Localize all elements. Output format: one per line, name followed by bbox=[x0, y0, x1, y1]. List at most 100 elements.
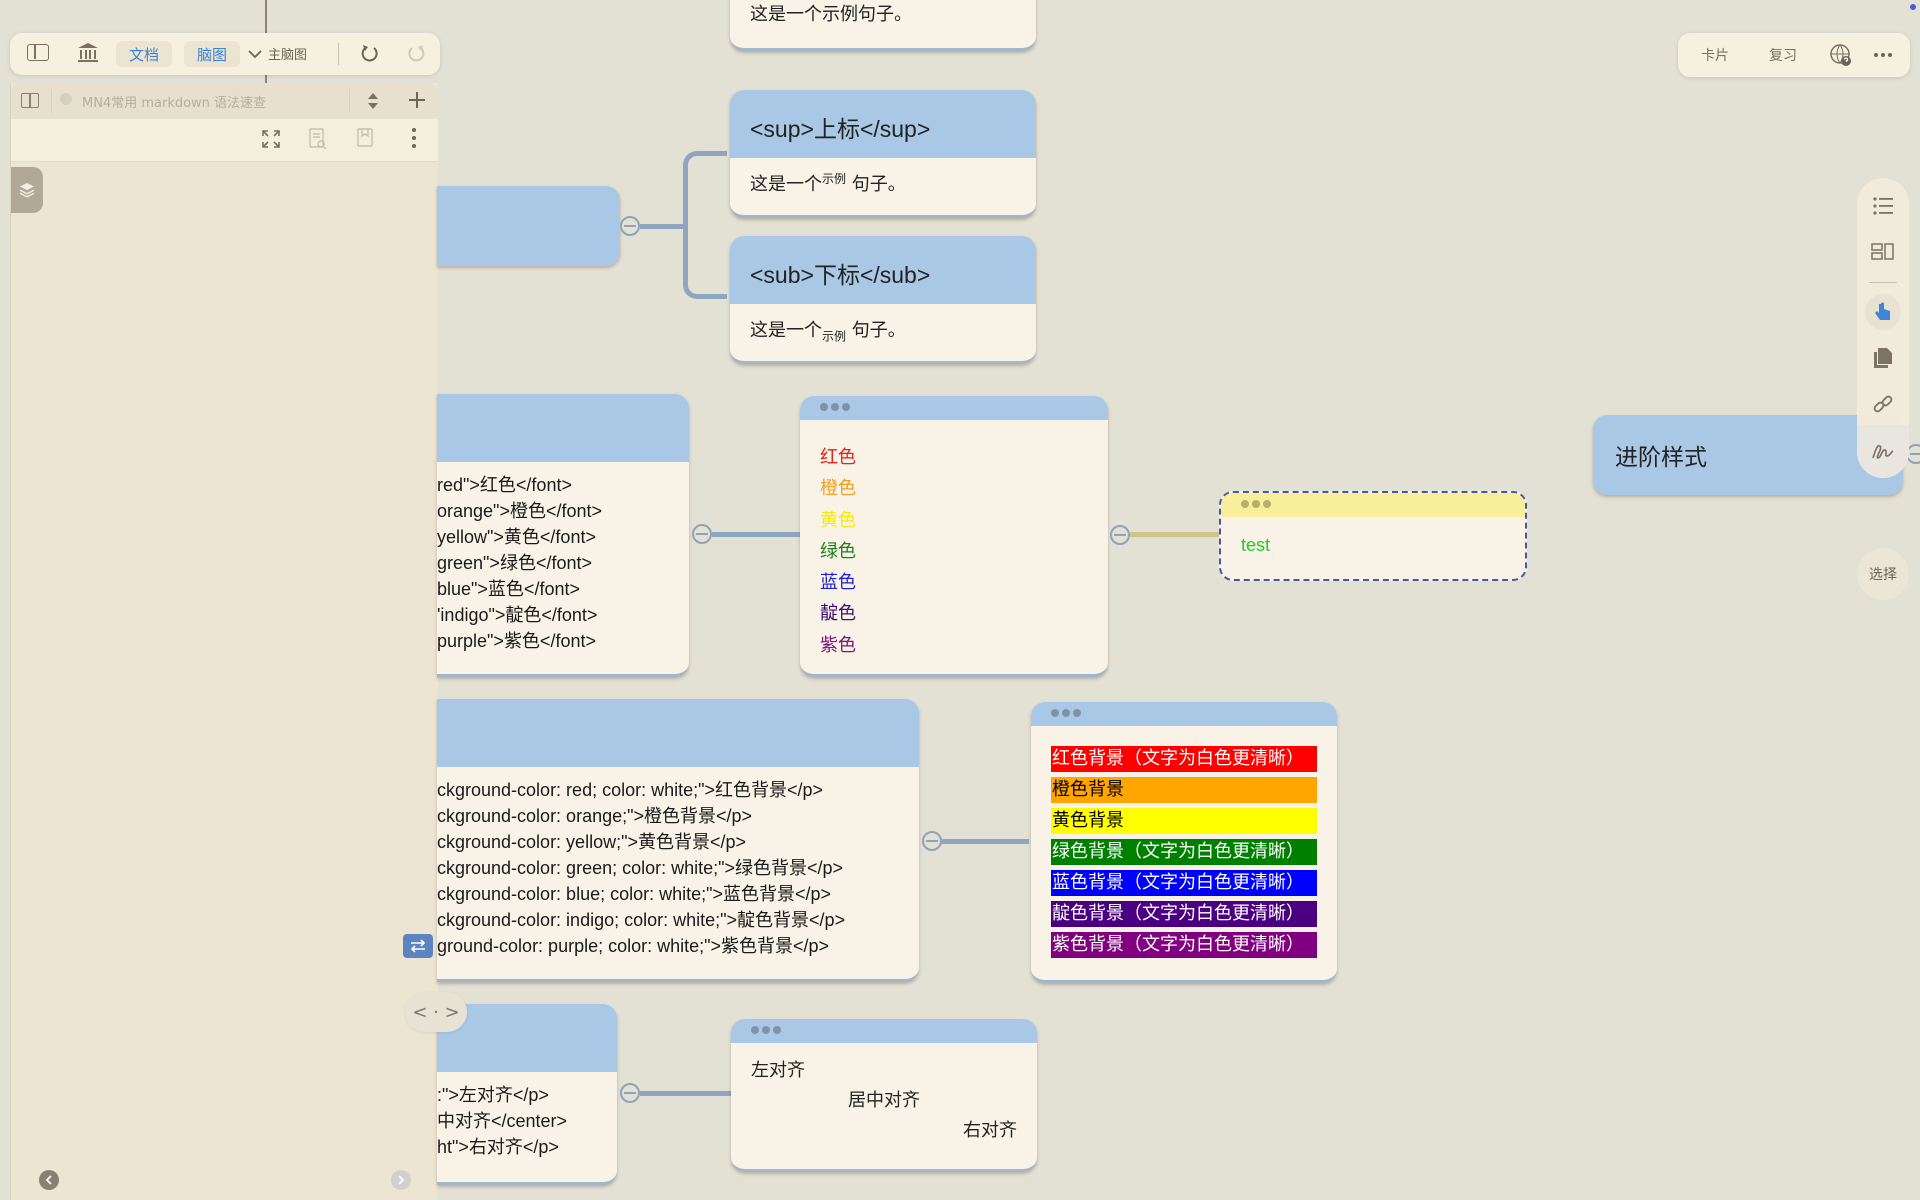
code-line: :">左对齐</p> bbox=[437, 1085, 549, 1105]
mindmap-selector-label: 主脑图 bbox=[268, 48, 308, 63]
code-line: purple">紫色</font> bbox=[437, 631, 596, 651]
copy-doc-icon[interactable] bbox=[1857, 336, 1909, 380]
code-line: ht">右对齐</p> bbox=[437, 1137, 559, 1157]
collapse-toggle[interactable] bbox=[620, 216, 640, 236]
code-line: ckground-color: indigo; color: white;">靛… bbox=[437, 910, 846, 930]
card-menu-dots[interactable] bbox=[1241, 500, 1271, 508]
background-row: 靛色背景（文字为白色更清晰） bbox=[1051, 901, 1317, 927]
document-title[interactable]: MN4常用 markdown 语法速查 bbox=[82, 96, 267, 111]
background-row: 紫色背景（文字为白色更清晰） bbox=[1051, 932, 1317, 958]
sub-card-title: <sub>下标</sub> bbox=[750, 262, 931, 288]
colored-text-line: 黄色 bbox=[820, 509, 856, 531]
code-icon: < · > bbox=[412, 1001, 460, 1023]
right-toolbar: 卡片 复习 bbox=[1678, 33, 1910, 77]
code-line: 中对齐</center> bbox=[437, 1111, 568, 1131]
test-card[interactable]: test bbox=[1219, 491, 1527, 581]
background-row: 黄色背景 bbox=[1051, 808, 1317, 834]
code-line: red">红色</font> bbox=[437, 475, 572, 495]
code-line: ckground-color: orange;">橙色背景</p> bbox=[437, 806, 753, 826]
card-menu-dots[interactable] bbox=[1051, 709, 1081, 717]
handwrite-tool[interactable] bbox=[1857, 425, 1909, 477]
select-button[interactable]: 选择 bbox=[1857, 548, 1909, 600]
layout-icon[interactable] bbox=[1857, 230, 1909, 274]
code-line: ckground-color: green; color: white;">绿色… bbox=[437, 858, 844, 878]
connector bbox=[640, 1091, 732, 1096]
colored-text-line: 紫色 bbox=[820, 634, 856, 656]
background-row: 绿色背景（文字为白色更清晰） bbox=[1051, 839, 1317, 865]
add-circle-icon[interactable] bbox=[60, 93, 72, 105]
code-line: yellow">黄色</font> bbox=[437, 527, 596, 547]
sentence-prefix: 这是一个 bbox=[750, 320, 822, 341]
tab-document[interactable]: 文档 bbox=[116, 41, 172, 67]
code-line: ckground-color: blue; color: white;">蓝色背… bbox=[437, 884, 832, 904]
library-icon[interactable] bbox=[77, 42, 99, 68]
next-icon bbox=[398, 1175, 405, 1185]
superscript-text: 示例 bbox=[822, 172, 847, 186]
bg-row-list: 红色背景（文字为白色更清晰）橙色背景黄色背景绿色背景（文字为白色更清晰）蓝色背景… bbox=[1051, 746, 1317, 963]
next-button[interactable] bbox=[391, 1170, 411, 1190]
align-preview-card[interactable]: 左对齐 居中对齐 右对齐 bbox=[731, 1019, 1037, 1172]
layers-button[interactable] bbox=[11, 167, 43, 213]
colored-text-line: 绿色 bbox=[820, 540, 856, 562]
advanced-style-node[interactable]: 进阶样式 bbox=[1593, 415, 1903, 495]
colored-text-line: 靛色 bbox=[820, 603, 856, 625]
align-code-card[interactable]: :">左对齐</p> 中对齐</center> ht">右对齐</p> bbox=[437, 1004, 617, 1185]
bg-color-code-card[interactable]: ckground-color: red; color: white;">红色背景… bbox=[437, 699, 919, 982]
pointer-hand-icon[interactable] bbox=[1857, 290, 1909, 334]
align-code-list: :">左对齐</p> 中对齐</center> ht">右对齐</p> bbox=[437, 1082, 567, 1160]
colored-text-line: 蓝色 bbox=[820, 572, 856, 594]
sentence-suffix: 句子。 bbox=[846, 174, 906, 195]
web-help-icon[interactable] bbox=[1826, 33, 1856, 77]
handwrite-icon bbox=[1872, 444, 1894, 459]
mindmap-selector[interactable]: 主脑图 bbox=[248, 44, 307, 63]
sentence-suffix: 句子。 bbox=[846, 320, 906, 341]
plus-icon[interactable] bbox=[409, 92, 425, 112]
more-icon[interactable] bbox=[1868, 33, 1898, 77]
review-button[interactable]: 复习 bbox=[1769, 48, 1797, 64]
code-line: ckground-color: red; color: white;">红色背景… bbox=[437, 780, 824, 800]
code-line: 'indigo">靛色</font> bbox=[437, 605, 598, 625]
collapse-toggle[interactable] bbox=[620, 1083, 640, 1103]
prev-button[interactable] bbox=[39, 1170, 59, 1190]
more-vertical-icon[interactable] bbox=[411, 127, 417, 149]
expand-icon[interactable] bbox=[261, 129, 281, 149]
code-line: ground-color: purple; color: white;">紫色背… bbox=[437, 936, 830, 956]
card-menu-dots[interactable] bbox=[751, 1026, 781, 1034]
collapse-toggle[interactable] bbox=[692, 524, 712, 544]
card-menu-dots[interactable] bbox=[820, 403, 850, 411]
collapse-toggle[interactable] bbox=[922, 831, 942, 851]
sub-card-body: 这是一个示例 句子。 bbox=[750, 316, 906, 345]
sup-card[interactable]: <sup>上标</sup> 这是一个示例 句子。 bbox=[730, 90, 1036, 218]
redo-icon[interactable] bbox=[405, 42, 427, 68]
list-icon[interactable] bbox=[1857, 184, 1909, 228]
code-view-toggle[interactable]: < · > bbox=[405, 992, 467, 1032]
layers-icon bbox=[20, 183, 34, 198]
bookmark-icon[interactable] bbox=[357, 128, 373, 148]
advanced-style-label: 进阶样式 bbox=[1615, 445, 1707, 471]
main-toolbar: 文档 脑图 主脑图 bbox=[10, 33, 440, 75]
bg-color-preview-card[interactable]: 红色背景（文字为白色更清晰）橙色背景黄色背景绿色背景（文字为白色更清晰）蓝色背景… bbox=[1031, 702, 1337, 983]
code-line: blue">蓝色</font> bbox=[437, 579, 580, 599]
parent-node-sup-sub[interactable] bbox=[437, 186, 620, 266]
status-dot bbox=[1910, 4, 1916, 10]
sort-icon[interactable] bbox=[367, 92, 379, 114]
undo-icon[interactable] bbox=[359, 42, 381, 68]
card-button[interactable]: 卡片 bbox=[1701, 48, 1729, 64]
sub-card[interactable]: <sub>下标</sub> 这是一个示例 句子。 bbox=[730, 236, 1036, 364]
font-color-code-card[interactable]: red">红色</font> orange">橙色</font> yellow">黄… bbox=[437, 394, 689, 677]
tab-mindmap[interactable]: 脑图 bbox=[184, 41, 240, 67]
swap-button[interactable] bbox=[403, 934, 433, 958]
font-color-preview-card[interactable]: 红色橙色黄色绿色蓝色靛色紫色 bbox=[800, 396, 1108, 677]
connector bbox=[640, 224, 686, 229]
select-label: 选择 bbox=[1869, 567, 1897, 583]
code-line: orange">橙色</font> bbox=[437, 501, 602, 521]
sidebar-toggle-icon[interactable] bbox=[27, 44, 49, 61]
doc-search-icon[interactable] bbox=[309, 128, 327, 150]
document-tab-bar: MN4常用 markdown 语法速查 bbox=[11, 83, 438, 119]
collapse-toggle[interactable] bbox=[1110, 525, 1130, 545]
example-sentence-card[interactable]: 这是一个示例句子。 bbox=[730, 0, 1036, 51]
colored-text-line: 红色 bbox=[820, 447, 856, 468]
split-view-icon[interactable] bbox=[21, 93, 39, 108]
link-icon[interactable] bbox=[1857, 382, 1909, 426]
background-row: 蓝色背景（文字为白色更清晰） bbox=[1051, 870, 1317, 896]
